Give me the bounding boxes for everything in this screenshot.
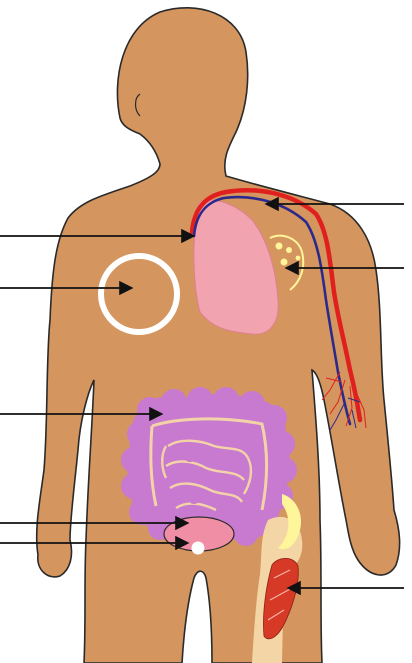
human-body-silhouette-icon — [37, 8, 400, 663]
